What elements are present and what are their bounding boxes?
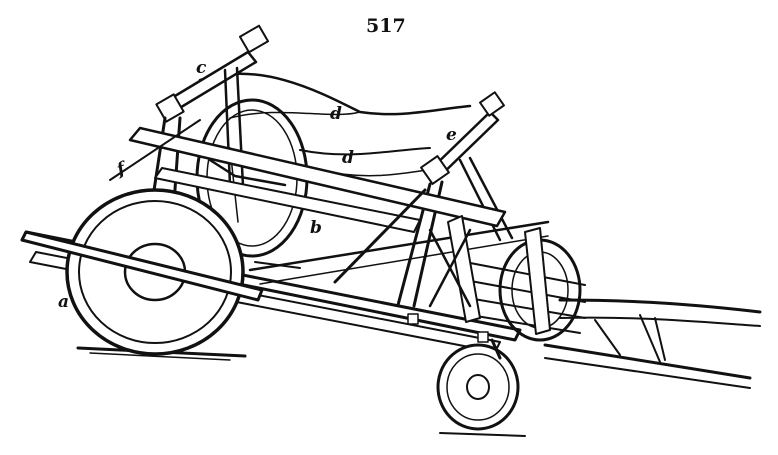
part-labels: a b c d d e f [58,58,457,312]
label-c: c [196,58,207,78]
press-roller [428,215,586,342]
label-b: b [310,218,322,238]
label-d-upper: d [330,104,342,124]
figure-number: 517 [366,15,406,37]
small-wheel [436,338,520,431]
label-a: a [58,292,69,312]
label-d-lower: d [342,148,354,168]
hopper-body [198,72,472,187]
front-wheel [20,188,264,356]
label-e: e [446,125,457,145]
tongue-shafts [543,298,762,389]
upper-frame [109,24,514,308]
